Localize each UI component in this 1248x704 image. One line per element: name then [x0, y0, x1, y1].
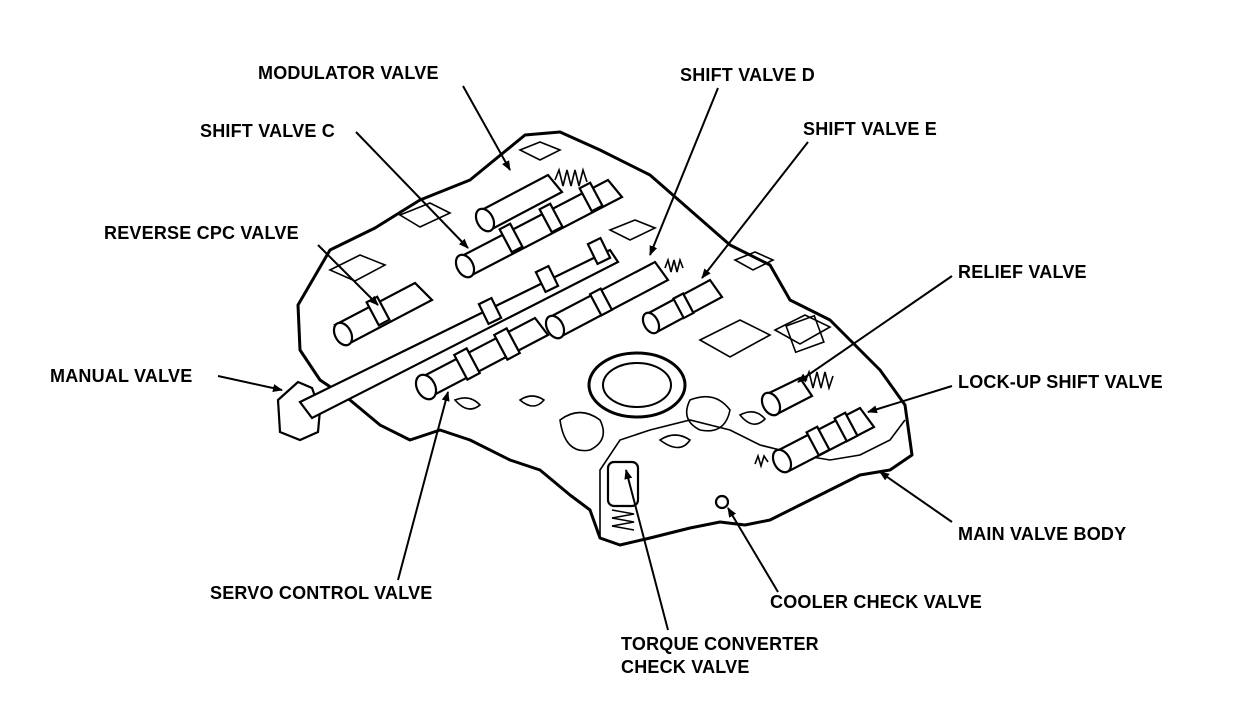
- leader-modulator-valve: [462, 85, 511, 171]
- cooler-check-valve-part: [714, 494, 730, 510]
- leader-cooler-check-valve: [727, 507, 779, 593]
- shift-valve-e-part: [641, 278, 724, 335]
- reverse-cpc-valve-part: [332, 281, 434, 347]
- label-manual-valve: MANUAL VALVE: [50, 366, 193, 386]
- shift-valve-d-part: [544, 257, 684, 340]
- leader-torque-converter-check-valve: [624, 469, 669, 631]
- body-step-face: [409, 429, 601, 539]
- leader-shift-valve-e: [701, 141, 809, 279]
- body-front-edge: [599, 419, 906, 538]
- leader-shift-valve-c: [355, 131, 469, 249]
- leader-lock-up-shift-valve: [867, 385, 953, 414]
- central-bore-inner: [602, 362, 672, 408]
- label-relief-valve: RELIEF VALVE: [958, 262, 1087, 282]
- shift-valve-c-part: [454, 178, 624, 279]
- label-lock-up-shift-valve: LOCK-UP SHIFT VALVE: [958, 372, 1163, 392]
- label-modulator-valve: MODULATOR VALVE: [258, 63, 439, 83]
- label-reverse-cpc-valve: REVERSE CPC VALVE: [104, 223, 299, 243]
- label-servo-control-valve: SERVO CONTROL VALVE: [210, 583, 433, 603]
- leader-servo-control-valve: [397, 391, 450, 581]
- relief-valve-part: [760, 369, 834, 417]
- label-cooler-check-valve: COOLER CHECK VALVE: [770, 592, 982, 612]
- leader-shift-valve-d: [649, 87, 719, 256]
- label-torque-converter-line2: CHECK VALVE: [621, 657, 750, 677]
- label-shift-valve-d: SHIFT VALVE D: [680, 65, 815, 85]
- lock-up-shift-valve-part: [754, 406, 876, 474]
- label-torque-converter-line1: TORQUE CONVERTER: [621, 634, 819, 654]
- label-shift-valve-e: SHIFT VALVE E: [803, 119, 937, 139]
- servo-control-valve-part: [414, 316, 550, 401]
- leader-relief-valve: [797, 275, 953, 383]
- leader-manual-valve: [217, 375, 283, 392]
- modulator-valve-part: [474, 167, 588, 233]
- leader-reverse-cpc-valve: [317, 244, 379, 306]
- leader-main-valve-body: [879, 471, 953, 523]
- label-main-valve-body: MAIN VALVE BODY: [958, 524, 1127, 544]
- label-shift-valve-c: SHIFT VALVE C: [200, 121, 335, 141]
- manual-valve-part: [276, 236, 620, 442]
